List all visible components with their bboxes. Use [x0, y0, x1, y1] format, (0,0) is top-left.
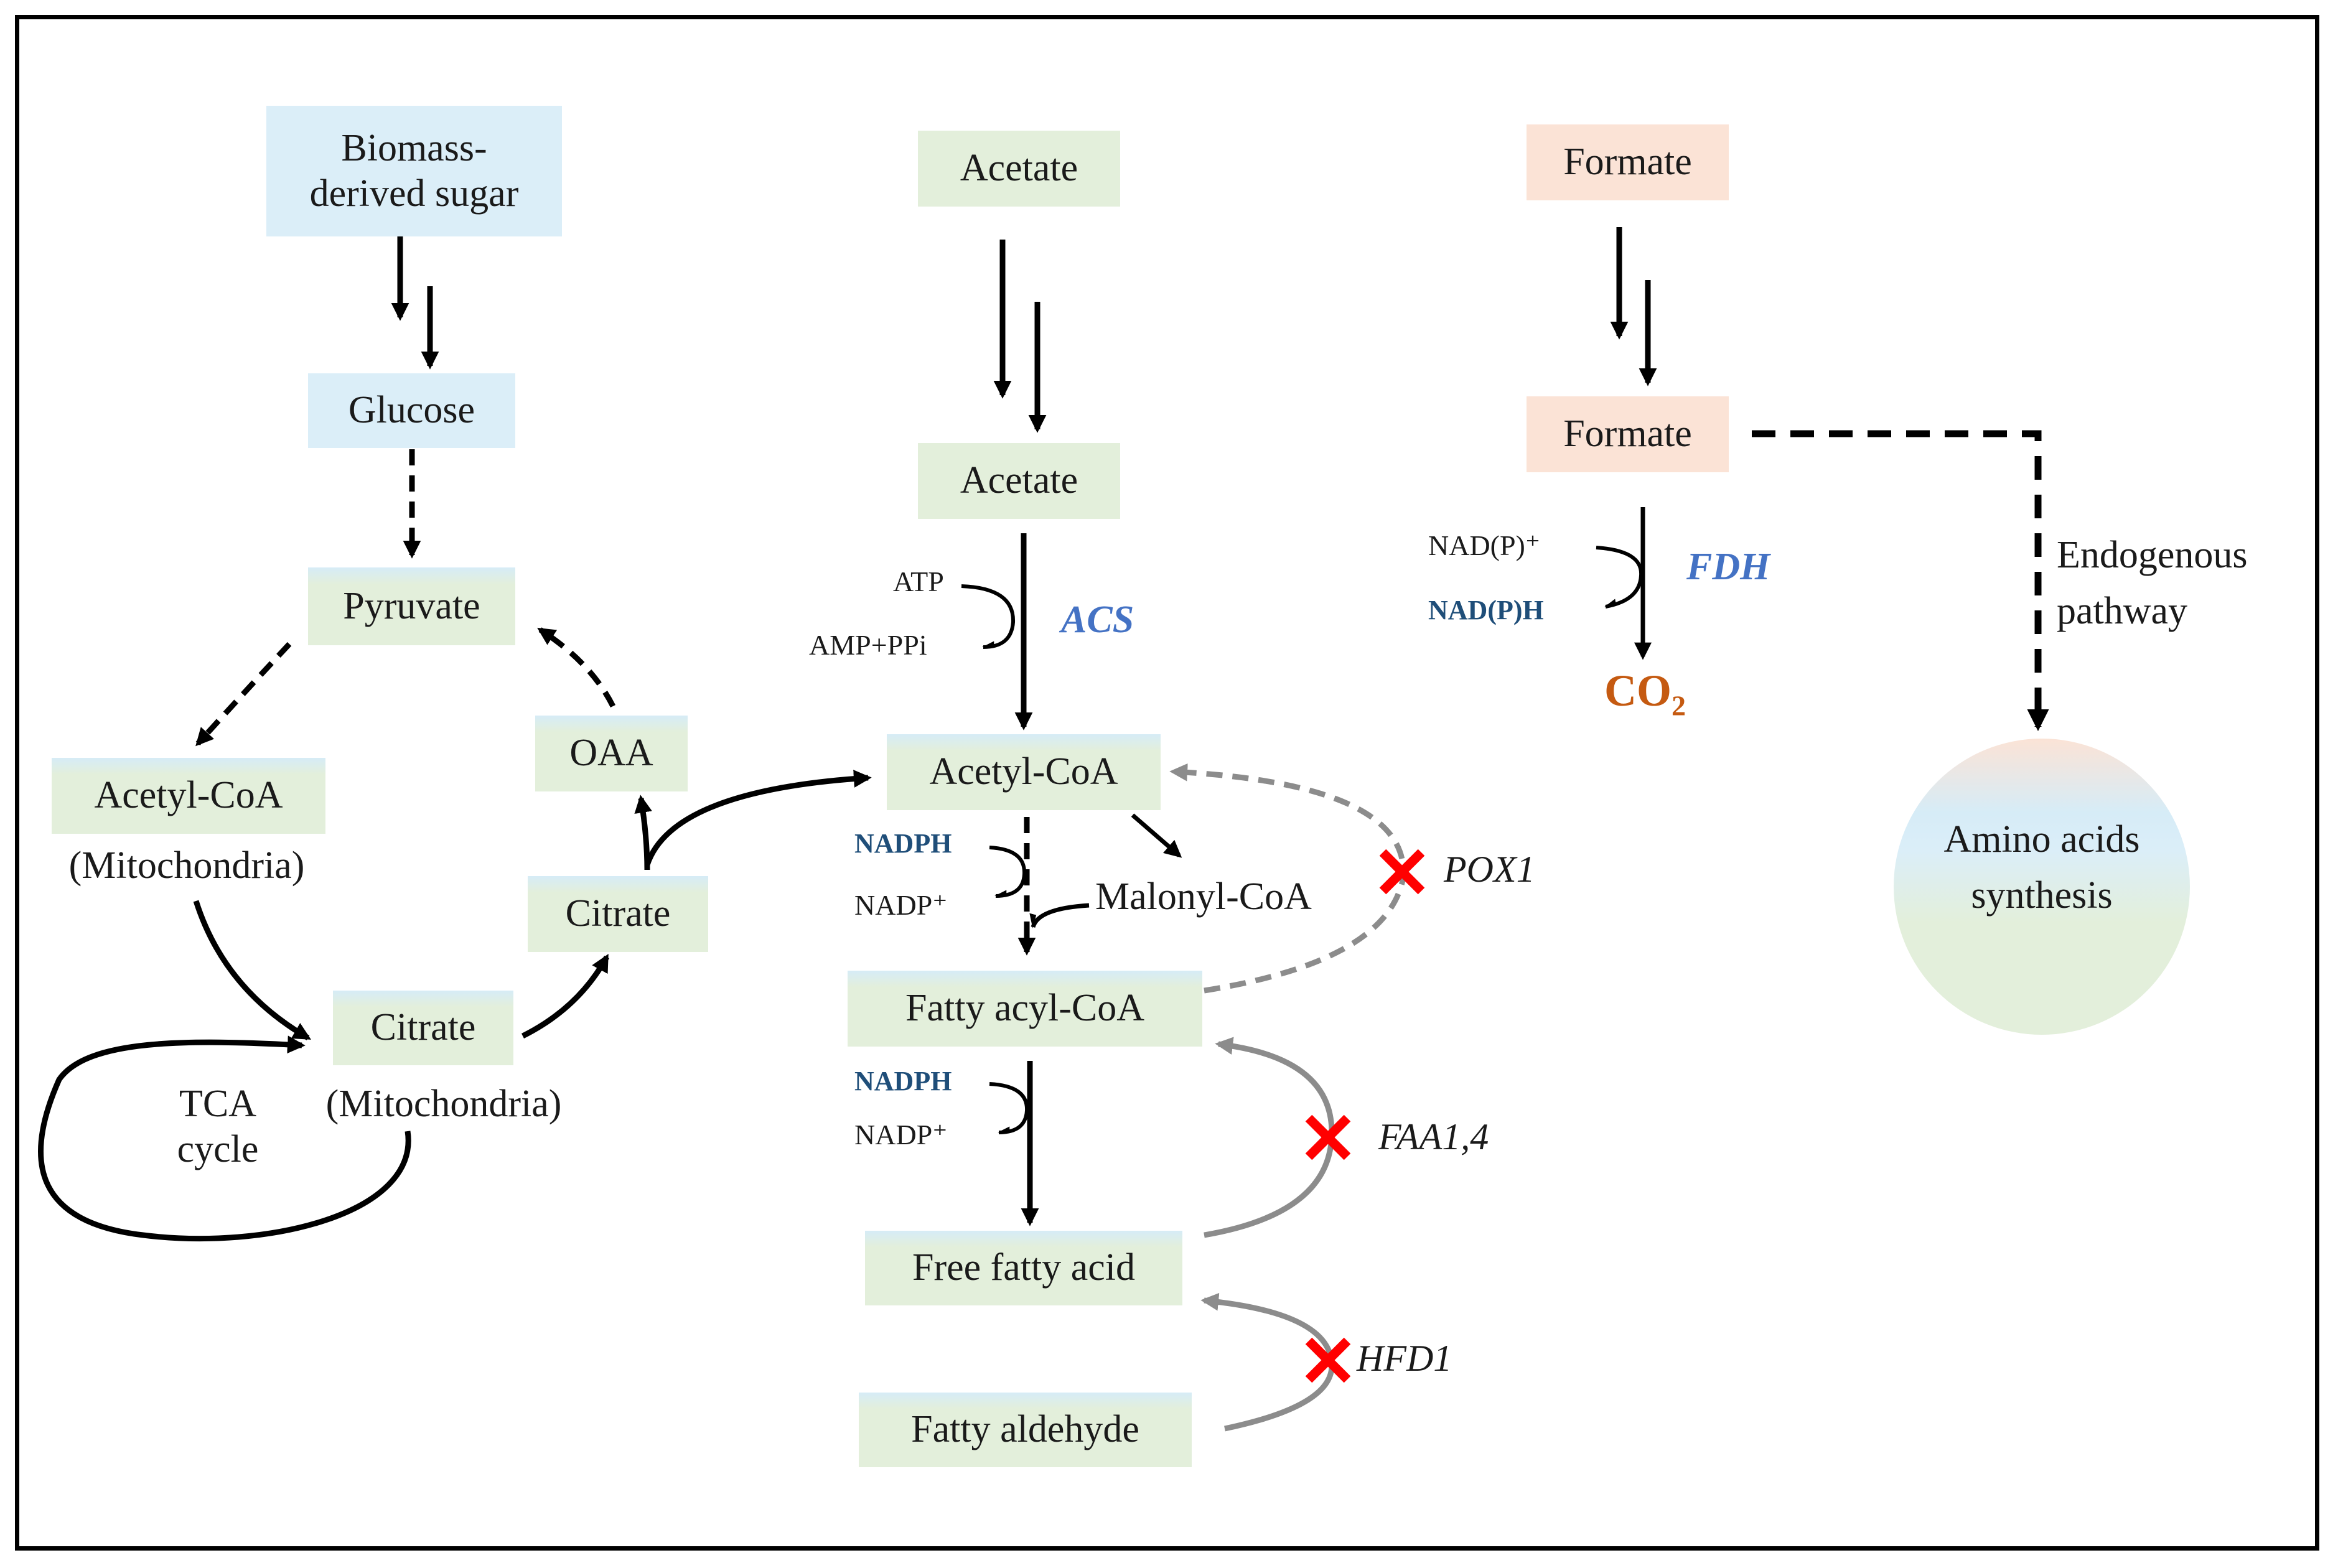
node-fatty-acyl-coa: Fatty acyl-CoA — [848, 971, 1202, 1047]
node-glucose: Glucose — [308, 373, 515, 448]
label-mitochondria-2: (Mitochondria) — [325, 1083, 562, 1125]
knockout-x-hfd1 — [1305, 1337, 1351, 1383]
node-pyruvate: Pyruvate — [308, 567, 515, 645]
arrow-oaa-pyruvate — [537, 627, 616, 708]
arrow-malonylcoa-join — [1029, 903, 1090, 929]
arrow-hfd1-oxidation — [1200, 1292, 1335, 1432]
arrow-atp-amp — [961, 584, 1016, 649]
node-free-fatty-acid: Free fatty acid — [865, 1231, 1182, 1305]
node-acetyl-coa-mito: Acetyl-CoA — [52, 758, 325, 834]
arrow-faa14-activation — [1204, 1037, 1335, 1238]
node-co2: CO2 — [1604, 665, 1686, 723]
enzyme-acs: ACS — [1061, 599, 1134, 641]
arrow-tca-cycle — [38, 1035, 411, 1242]
label-mitochondria-1: (Mitochondria) — [68, 844, 305, 887]
cofactor-nadp-1: NADP⁺ — [854, 889, 948, 921]
arrow-pyruvate-acetylcoa-mito — [195, 642, 292, 747]
cofactor-nadp-plus: NAD(P)⁺ — [1428, 530, 1541, 561]
node-biomass-sugar: Biomass- derived sugar — [266, 106, 562, 236]
arrow-citrate-acetylcoa — [644, 770, 872, 866]
arrow-nadp-nadph — [1596, 546, 1644, 609]
node-citrate-mito: Citrate — [333, 991, 513, 1065]
node-acetyl-coa-cytosol: Acetyl-CoA — [887, 734, 1161, 810]
enzyme-fdh: FDH — [1686, 546, 1770, 588]
node-amino-acids-synthesis: Amino acids synthesis — [1894, 739, 2190, 1035]
cofactor-nadph-2: NADPH — [854, 1066, 952, 1096]
node-fatty-aldehyde: Fatty aldehyde — [859, 1393, 1192, 1467]
gene-faa14: FAA1,4 — [1378, 1116, 1489, 1157]
arrow-nadph-nadp-1 — [989, 846, 1027, 898]
label-endogenous-pathway: Endogenous pathway — [2057, 534, 2248, 632]
node-malonyl-coa: Malonyl-CoA — [1095, 875, 1312, 918]
label-tca-cycle: TCA cycle — [177, 1083, 259, 1171]
arrow-nadph-nadp-2 — [989, 1082, 1029, 1134]
node-acetate-top: Acetate — [918, 131, 1120, 207]
arrow-endogenous-pathway — [1752, 430, 2049, 732]
cofactor-atp: ATP — [893, 566, 944, 597]
cofactor-nadph-fdh: NAD(P)H — [1428, 595, 1544, 625]
cofactor-nadph-1: NADPH — [854, 828, 952, 859]
co2-subscript: 2 — [1672, 689, 1686, 722]
cofactor-nadp-2: NADP⁺ — [854, 1119, 948, 1150]
arrow-citrate-mito-cyto — [521, 953, 609, 1039]
node-oaa: OAA — [535, 716, 688, 791]
gene-hfd1: HFD1 — [1357, 1338, 1452, 1379]
arrow-acetylcoa-citrate-mito — [193, 900, 311, 1040]
node-citrate-cytosol: Citrate — [528, 876, 708, 952]
arrow-acetylcoa-malonylcoa — [1131, 813, 1182, 858]
cofactor-amp-ppi: AMP+PPi — [809, 629, 927, 661]
node-formate-top: Formate — [1527, 124, 1729, 200]
co2-text: CO — [1604, 666, 1672, 716]
knockout-x-faa14 — [1305, 1114, 1351, 1160]
amino-acids-label: Amino acids synthesis — [1943, 818, 2140, 917]
knockout-x-pox1 — [1379, 849, 1425, 895]
gene-pox1: POX1 — [1444, 849, 1535, 890]
arrow-citrate-oaa — [634, 795, 652, 870]
diagram-frame — [15, 15, 2319, 1551]
node-formate-mid: Formate — [1527, 396, 1729, 472]
node-acetate-mid: Acetate — [918, 443, 1120, 519]
